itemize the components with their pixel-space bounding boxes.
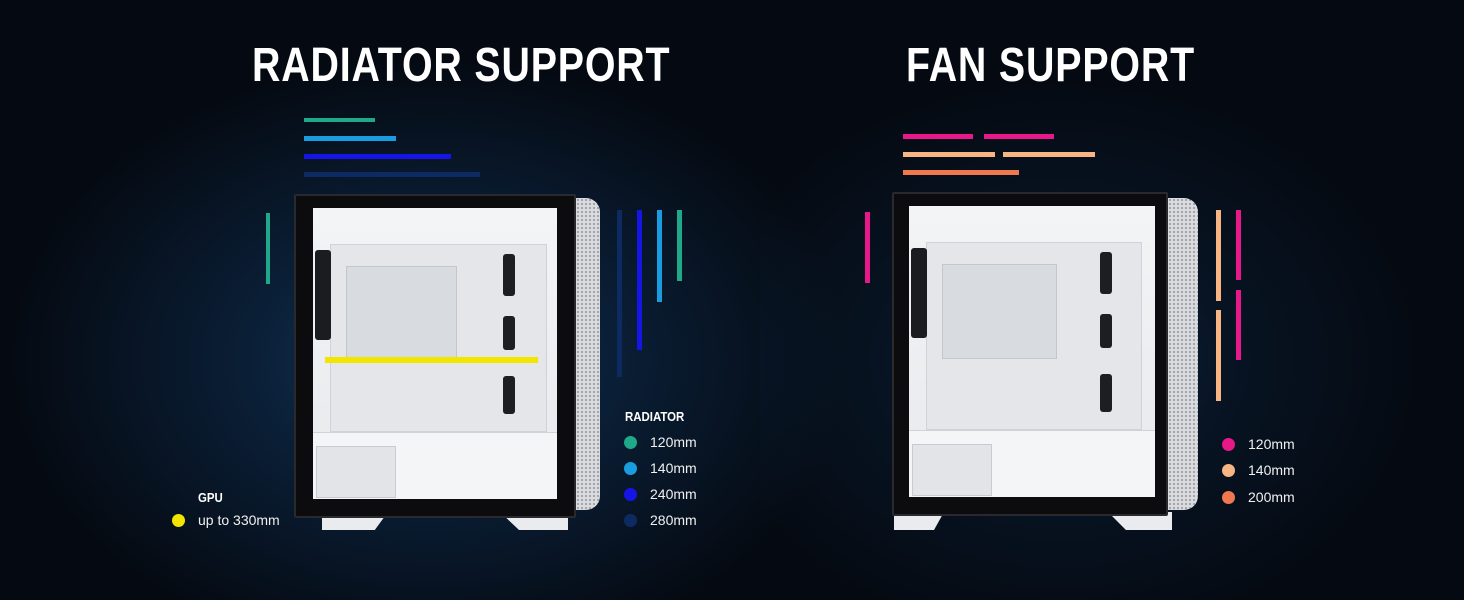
radiator-legend-item: 140mm bbox=[624, 460, 697, 476]
radiator-280mm-front-bar bbox=[617, 210, 622, 377]
radiator-legend-item: 120mm bbox=[624, 434, 697, 450]
radiator-120mm-front-bar bbox=[677, 210, 682, 281]
fan-140mm-top-bar bbox=[903, 152, 995, 157]
fan-support-heading: FAN SUPPORT bbox=[906, 39, 1195, 92]
gpu-legend-dot bbox=[172, 513, 185, 527]
gpu-legend-title: GPU bbox=[198, 490, 223, 505]
fan-legend-label: 140mm bbox=[1248, 462, 1295, 478]
fan-legend-dot bbox=[1222, 437, 1235, 451]
rear-fan bbox=[911, 248, 927, 338]
fan-120mm-front-bar bbox=[1236, 290, 1241, 360]
case-front-foot bbox=[1108, 512, 1172, 530]
cable-slot bbox=[1100, 374, 1112, 412]
fan-120mm-top-bar bbox=[984, 134, 1054, 139]
fan-120mm-front-bar bbox=[1236, 210, 1241, 280]
gpu-legend-item: up to 330mm bbox=[172, 512, 280, 528]
cable-slot bbox=[1100, 314, 1112, 348]
radiator-legend-item: 280mm bbox=[624, 512, 697, 528]
fan-legend-dot bbox=[1222, 490, 1235, 504]
gpu-legend-label: up to 330mm bbox=[198, 512, 280, 528]
radiator-140mm-front-bar bbox=[657, 210, 662, 302]
fan-200mm-top-bar bbox=[903, 170, 1019, 175]
radiator-legend-dot bbox=[624, 487, 637, 501]
fan-legend-label: 200mm bbox=[1248, 489, 1295, 505]
radiator-legend-item: 240mm bbox=[624, 486, 697, 502]
fan-120mm-top-bar bbox=[903, 134, 973, 139]
radiator-legend-title: RADIATOR bbox=[625, 409, 685, 424]
gpu-length-bar bbox=[325, 357, 538, 363]
radiator-240mm-front-bar bbox=[637, 210, 642, 350]
fan-140mm-front-bar bbox=[1216, 210, 1221, 301]
cable-slot bbox=[1100, 252, 1112, 294]
fan-legend-item: 120mm bbox=[1222, 436, 1295, 452]
radiator-legend-dot bbox=[624, 435, 637, 449]
radiator-240mm-top-bar bbox=[304, 154, 451, 159]
radiator-280mm-top-bar bbox=[304, 172, 480, 177]
radiator-legend-label: 240mm bbox=[650, 486, 697, 502]
radiator-legend-dot bbox=[624, 461, 637, 475]
fan-140mm-top-bar bbox=[1003, 152, 1095, 157]
radiator-legend-label: 140mm bbox=[650, 460, 697, 476]
psu-bay bbox=[316, 446, 396, 498]
fan-legend-dot bbox=[1222, 463, 1235, 477]
rear-fan bbox=[315, 250, 331, 340]
fan-120mm-rear-bar bbox=[865, 212, 870, 283]
radiator-support-heading: RADIATOR SUPPORT bbox=[252, 39, 671, 92]
radiator-140mm-top-bar bbox=[304, 136, 396, 141]
radiator-legend-dot bbox=[624, 513, 637, 527]
radiator-legend-label: 280mm bbox=[650, 512, 697, 528]
fan-legend-item: 140mm bbox=[1222, 462, 1295, 478]
fan-140mm-front-bar bbox=[1216, 310, 1221, 401]
fan-legend-label: 120mm bbox=[1248, 436, 1295, 452]
psu-bay bbox=[912, 444, 992, 496]
cable-slot bbox=[503, 254, 515, 296]
cpu-cutout bbox=[346, 266, 457, 359]
cpu-cutout bbox=[942, 264, 1057, 359]
radiator-120mm-rear-bar bbox=[266, 213, 270, 284]
radiator-120mm-top-bar bbox=[304, 118, 375, 122]
case-rear-foot bbox=[894, 512, 944, 530]
cable-slot bbox=[503, 316, 515, 350]
cable-slot bbox=[503, 376, 515, 414]
fan-legend-item: 200mm bbox=[1222, 489, 1295, 505]
radiator-legend-label: 120mm bbox=[650, 434, 697, 450]
